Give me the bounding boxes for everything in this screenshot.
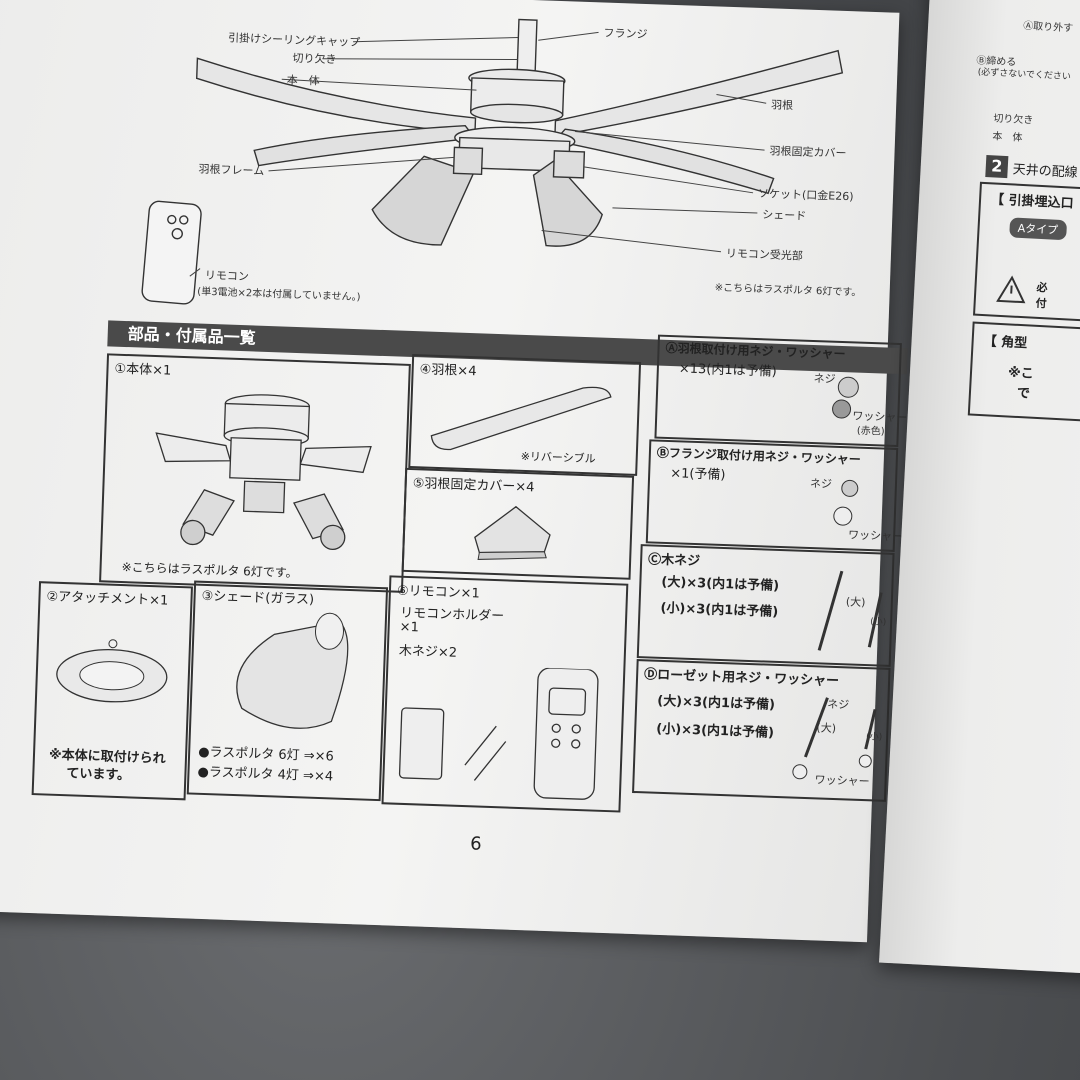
remote-holder-qty: ×1: [399, 619, 420, 636]
ceiling-fan-diagram: [141, 18, 844, 305]
fan-body-illustration: [155, 394, 372, 550]
warning-1: 必: [1036, 280, 1048, 295]
hardware-qty: ×1(予備): [669, 466, 726, 484]
wiring-box-title: 【 引掛埋込口: [990, 192, 1074, 212]
page-number: 6: [469, 833, 482, 855]
step-number: 2: [985, 155, 1009, 179]
manual-page: 引掛けシーリングキャップ 切り欠き 本 体 フランジ 羽根 羽根固定カバー 羽根…: [0, 0, 908, 943]
label-receiver: リモコン受光部: [725, 246, 804, 263]
label-body: 本 体: [286, 73, 320, 88]
rosette-screw-icon: [792, 697, 877, 780]
hardware-box-b: Ⓑフランジ取付け用ネジ・ワッシャー ×1(予備) ネジ ワッシャー: [645, 439, 903, 552]
label-blade: 羽根: [770, 98, 794, 113]
parts-section-title: 部品・付属品一覧: [127, 324, 257, 348]
part-note: ※こちらはラスポルタ 6灯です。: [121, 560, 298, 581]
part-box-shade: ③シェード(ガラス) ●ラスポルタ 6灯 ⇒×6 ●ラスポルタ 4灯 ⇒×4: [186, 580, 389, 802]
hardware-box-c: Ⓒ木ネジ (大)×3(内1は予備) (小)×3(内1は予備) (大) (小): [636, 544, 895, 667]
hardware-small: (小): [869, 617, 887, 628]
blade-cover-illustration: [474, 505, 551, 560]
part-box-blades: ④羽根×4 ※リバーシブル: [408, 354, 642, 476]
hardware-qty-large: (大)×3(内1は予備): [656, 693, 776, 713]
part-box-attachment: ②アタッチメント×1 ※本体に取付けられ ています。: [31, 581, 193, 801]
wiring-box: 【 引掛埋込口 Aタイプ 必 付: [972, 181, 1080, 327]
type-a-badge: Aタイプ: [1009, 217, 1067, 241]
label-flange: フランジ: [603, 26, 648, 42]
remote-illustration: [398, 667, 599, 800]
label-notch: 切り欠き: [292, 51, 337, 67]
hardware-qty-large: (大)×3(内1は予備): [661, 574, 780, 594]
hardware-washer-label: ワッシャー: [814, 773, 870, 789]
square-note-1: ※こ: [1007, 365, 1035, 382]
label-shade: シェード: [762, 208, 807, 223]
part-box-blade-cover: ⑤羽根固定カバー×4: [401, 467, 635, 580]
right-tighten-sub: (必ずさないでください: [977, 67, 1072, 83]
part-label: ③シェード(ガラス): [201, 588, 315, 608]
hardware-qty-small: (小)×3(内1は予備): [660, 600, 779, 620]
label-blade-frame: 羽根フレーム: [198, 162, 265, 178]
label-socket: ソケット(口金E26): [757, 186, 854, 204]
hardware-box-d: Ⓓローゼット用ネジ・ワッシャー (大)×3(内1は予備) (小)×3(内1は予備…: [632, 659, 891, 802]
remote-screws: 木ネジ×2: [398, 643, 458, 661]
hardware-big: (大): [816, 721, 837, 736]
part-label: ②アタッチメント×1: [46, 589, 169, 609]
right-notch: 切り欠き: [993, 113, 1034, 127]
hardware-qty-small: (小)×3(内1は予備): [656, 721, 775, 741]
label-blade-cover: 羽根固定カバー: [769, 144, 847, 161]
step-title: 天井の配線: [1012, 162, 1078, 181]
screw-washer-icon: [833, 479, 859, 526]
hardware-qty: ×13(内1は予備): [678, 361, 777, 380]
manual-page-right: Ⓐ取り外す Ⓑ締める (必ずさないでください 切り欠き 本 体 2 天井の配線 …: [879, 0, 1080, 977]
part-box-body: ①本体×1 ※こちらはラスポルタ 6灯です。: [99, 353, 411, 593]
hardware-washer-sub: (赤色): [856, 425, 885, 438]
part-note: ※リバーシブル: [520, 449, 596, 466]
square-box-title: 【 角型: [983, 334, 1028, 352]
hardware-small: (小): [865, 732, 883, 743]
warning-2: 付: [1035, 296, 1048, 311]
hardware-title: Ⓒ木ネジ: [647, 552, 701, 570]
attachment-illustration: [56, 639, 168, 703]
part-box-remote: ⑥リモコン×1 リモコンホルダー ×1 木ネジ×2: [381, 575, 629, 813]
hardware-title: Ⓓローゼット用ネジ・ワッシャー: [643, 667, 840, 690]
hardware-washer-label: ワッシャー: [847, 528, 904, 544]
shade-line-4: ●ラスポルタ 4灯 ⇒×4: [197, 764, 334, 785]
warning-icon: [996, 275, 1026, 304]
part-label: ⑥リモコン×1: [396, 583, 480, 602]
right-remove: Ⓐ取り外す: [1022, 20, 1074, 35]
glass-shade-illustration: [236, 612, 349, 729]
hardware-big: (大): [845, 595, 866, 609]
right-body: 本 体: [992, 131, 1023, 144]
wood-screw-icon: [817, 570, 883, 651]
label-remote: リモコン: [204, 268, 250, 284]
part-label: ⑤羽根固定カバー×4: [412, 476, 535, 496]
square-note-2: で: [1016, 385, 1031, 402]
hardware-box-a: Ⓐ羽根取付け用ネジ・ワッシャー ×13(内1は予備) ネジ ワッシャー (赤色): [654, 334, 908, 448]
square-box: 【 角型 ※こ で: [967, 321, 1080, 427]
screw-washer-icon: [832, 376, 859, 419]
part-note-line2: ています。: [66, 766, 131, 784]
blade-illustration: [430, 386, 612, 451]
